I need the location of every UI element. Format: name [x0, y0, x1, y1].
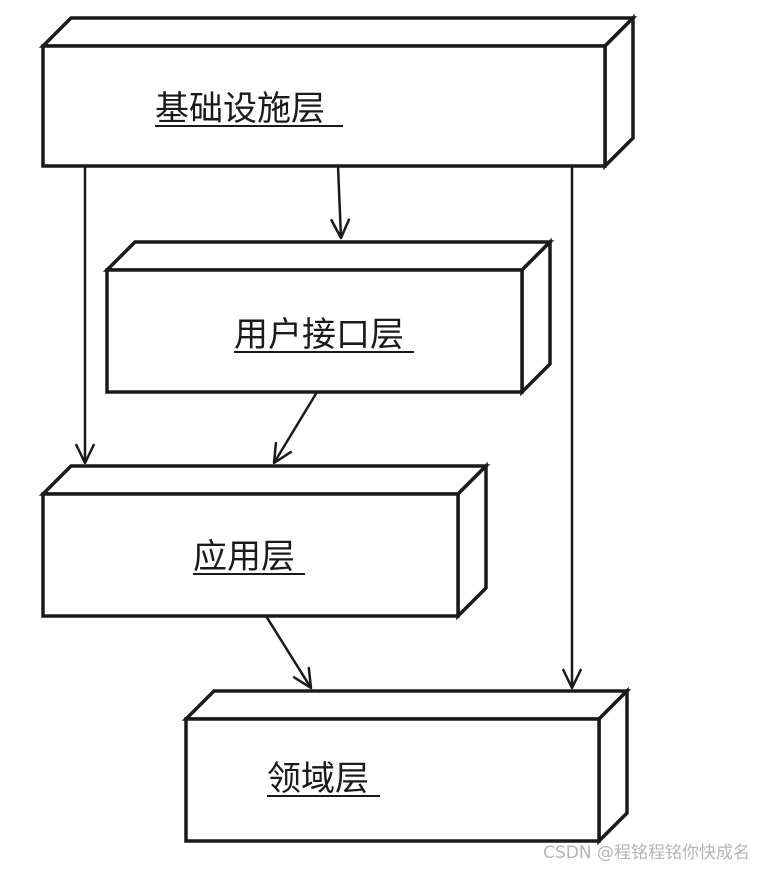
- box-front-face: [105, 268, 524, 394]
- box-side-face: [603, 13, 635, 171]
- edge-app-domain: [264, 615, 313, 690]
- layer-label-ui: 用户接口层: [234, 315, 404, 355]
- arrowhead: [562, 668, 582, 690]
- box-top-face: [102, 240, 555, 272]
- layer-box-app: 应用层: [38, 461, 491, 621]
- edge-infra-domain: [562, 166, 582, 690]
- box-front-face: [184, 717, 601, 843]
- arrowhead: [272, 441, 293, 465]
- arrowhead: [330, 218, 351, 240]
- box-side-face: [456, 461, 488, 621]
- box-front-face: [41, 44, 607, 168]
- arrowhead: [292, 666, 313, 690]
- layer-box-infra: 基础设施层: [38, 13, 638, 171]
- edge-line: [336, 165, 343, 239]
- edges: [75, 165, 582, 690]
- edge-infra-ui: [330, 165, 351, 240]
- watermark: CSDN @程铭程铭你快成名: [543, 843, 750, 863]
- edge-infra-app: [75, 166, 95, 465]
- arrowhead: [75, 443, 95, 465]
- box-top-face: [181, 689, 632, 721]
- box-top-face: [38, 16, 638, 48]
- edge-ui-app: [272, 391, 319, 465]
- edge-line: [264, 615, 313, 689]
- layer-box-domain: 领域层: [181, 686, 632, 846]
- layer-label-domain: 领域层: [267, 759, 369, 799]
- box-side-face: [520, 237, 552, 397]
- layer-box-ui: 用户接口层: [102, 237, 555, 397]
- box-front-face: [41, 492, 460, 618]
- layer-label-app: 应用层: [193, 537, 295, 577]
- edge-line: [272, 391, 319, 464]
- layer-label-infra: 基础设施层: [155, 89, 325, 129]
- box-top-face: [38, 464, 491, 496]
- box-side-face: [597, 686, 629, 846]
